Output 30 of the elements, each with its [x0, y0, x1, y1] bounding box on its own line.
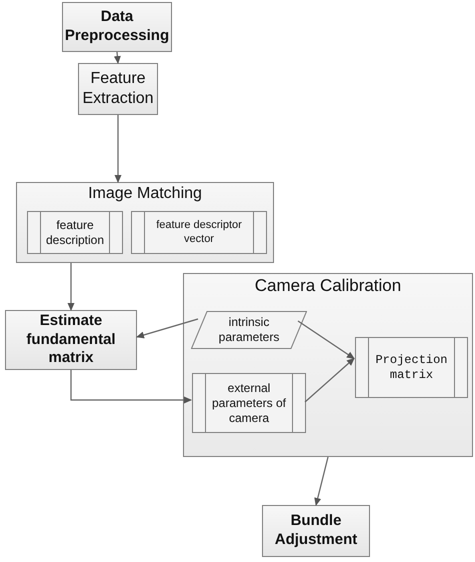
node-label: Bundle Adjustment	[274, 512, 358, 550]
node-label: Camera Calibration	[254, 275, 402, 296]
group-panel	[16, 182, 274, 263]
group-panel	[183, 273, 473, 457]
process-box	[78, 63, 158, 115]
process-box	[5, 310, 137, 370]
subprocess-box	[355, 337, 468, 398]
node-label: Image Matching	[88, 184, 202, 204]
node-label: feature description	[44, 218, 106, 248]
node-label: feature descriptor vector	[155, 218, 243, 246]
arrow	[314, 456, 329, 506]
arrow	[136, 318, 198, 338]
subprocess-box	[192, 373, 306, 433]
node-label: Data Preprocessing	[64, 8, 170, 46]
arrow	[68, 263, 74, 311]
node-label: external parameters of camera	[210, 380, 288, 426]
process-box	[62, 2, 172, 52]
node-label: Feature Extraction	[82, 69, 154, 109]
node-label: intrinsic parameters	[218, 315, 280, 345]
arrow	[114, 52, 121, 64]
process-box	[262, 505, 370, 557]
arrow	[114, 115, 122, 183]
arrow	[304, 358, 355, 402]
node-label: Projection matrix	[374, 352, 448, 382]
node-label: Estimate fundamental matrix	[25, 312, 117, 368]
subprocess-box	[131, 211, 267, 254]
subprocess-box	[27, 211, 123, 254]
arrow	[298, 320, 355, 360]
arrow	[70, 370, 192, 404]
data-parallelogram	[191, 311, 307, 349]
